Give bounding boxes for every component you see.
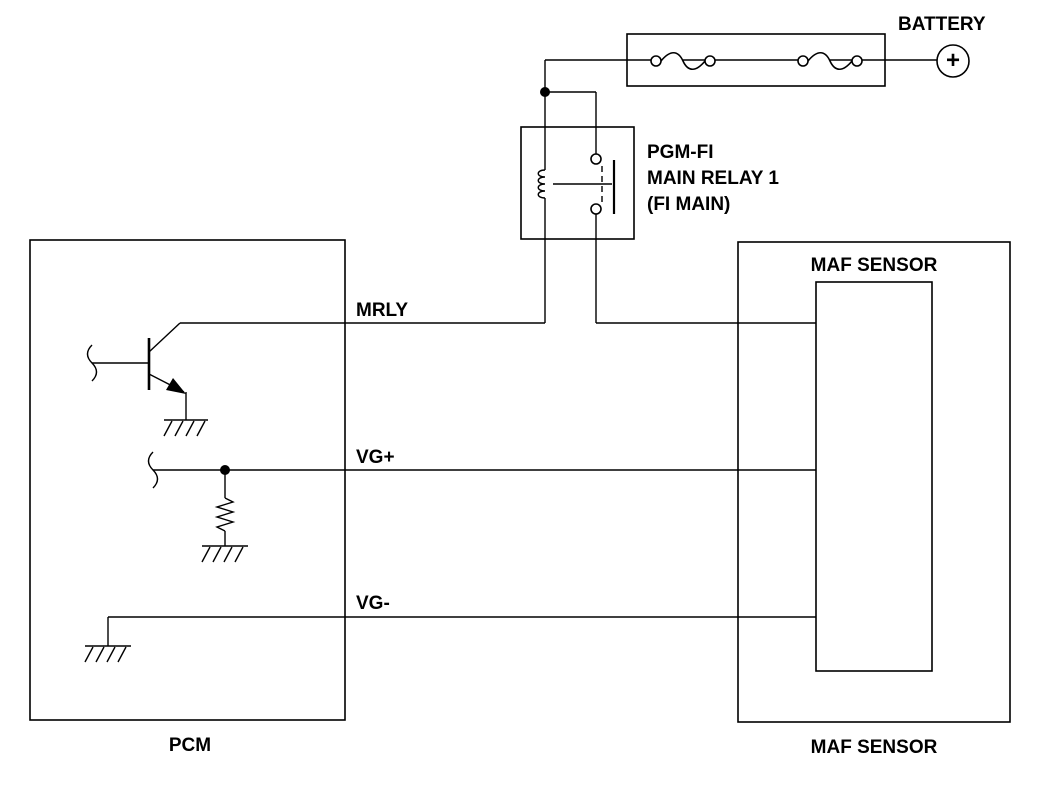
ground-icon-vg-minus <box>84 645 131 663</box>
fuse-1 <box>650 51 716 71</box>
pcm-label: PCM <box>169 735 211 756</box>
resistor-symbol <box>214 470 236 546</box>
vg-plus-label: VG+ <box>356 447 395 468</box>
relay-contact-upper <box>590 153 602 165</box>
vg-plus-wire <box>147 451 816 489</box>
vg-minus-label: VG- <box>356 593 390 614</box>
maf-sensor-bottom-label: MAF SENSOR <box>811 737 938 758</box>
ground-icon-transistor <box>163 419 208 437</box>
fuse-2 <box>797 51 863 71</box>
ground-icon-resistor <box>201 545 248 563</box>
mrly-label: MRLY <box>356 300 408 321</box>
maf-sensor-inner-box <box>815 281 933 672</box>
maf-sensor-outer-box <box>737 241 1011 723</box>
fuse-box <box>545 33 937 87</box>
maf-sensor-inner-label: MAF SENSOR <box>811 255 938 276</box>
relay-contact-lower <box>590 203 602 215</box>
battery-terminal: + <box>936 44 970 78</box>
main-relay <box>520 60 635 323</box>
pcm-box <box>29 239 346 721</box>
relay-coil <box>537 169 546 199</box>
battery-plus-sign: + <box>946 47 960 74</box>
battery-label: BATTERY <box>898 14 986 35</box>
relay-label-line1: PGM-FI <box>647 142 714 163</box>
transistor-symbol <box>86 322 187 420</box>
vg-minus-wire <box>107 616 816 646</box>
relay-label-line3: (FI MAIN) <box>647 194 730 215</box>
relay-label-line2: MAIN RELAY 1 <box>647 168 779 189</box>
